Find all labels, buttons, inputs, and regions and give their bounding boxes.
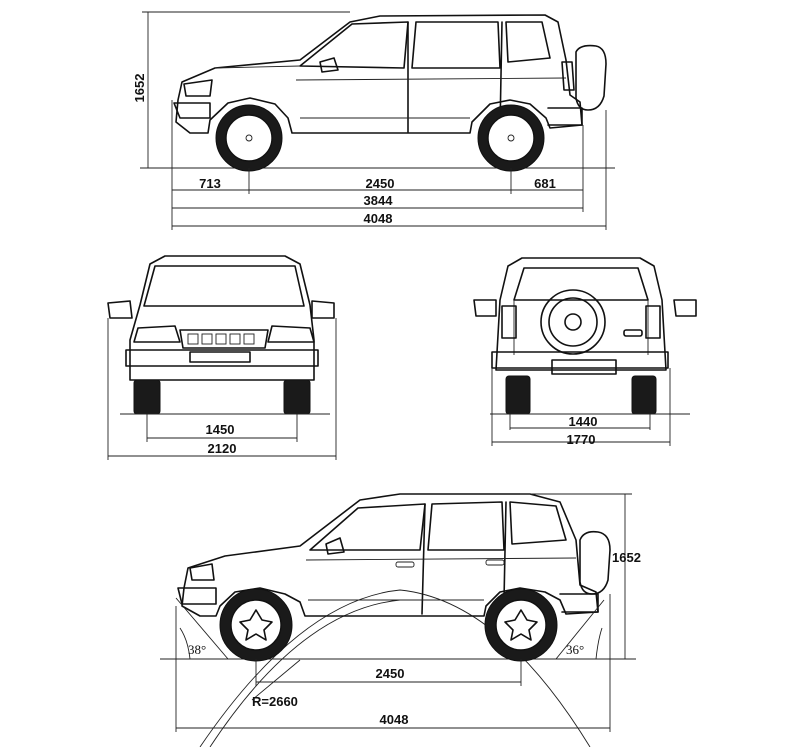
bottom-wheelbase-label: 2450 [376, 666, 405, 681]
top-height-label: 1652 [132, 74, 147, 103]
rear-track-label: 1440 [569, 414, 598, 429]
bottom-length-label: 4048 [380, 712, 409, 727]
departure-angle-label: 36° [566, 642, 584, 657]
rear-width-label: 1770 [567, 432, 596, 447]
front-view: 1450 2120 [107, 255, 337, 460]
top-wheelbase-label: 2450 [366, 176, 395, 191]
front-track-label: 1450 [206, 422, 235, 437]
top-length-no-spare-label: 3844 [364, 193, 394, 208]
bottom-height-label: 1652 [612, 550, 641, 565]
side-view-bottom: 38° 36° 1652 2450 R=2660 4048 [160, 493, 641, 747]
side-view-top: 1652 713 2450 681 3844 4048 [132, 11, 615, 230]
turning-radius-label: R=2660 [252, 694, 298, 709]
approach-angle-label: 38° [188, 642, 206, 657]
top-front-overhang-label: 713 [199, 176, 221, 191]
top-rear-overhang-label: 681 [534, 176, 556, 191]
rear-view: 1440 1770 [473, 257, 697, 447]
front-width-label: 2120 [208, 441, 237, 456]
top-length-total-label: 4048 [364, 211, 393, 226]
